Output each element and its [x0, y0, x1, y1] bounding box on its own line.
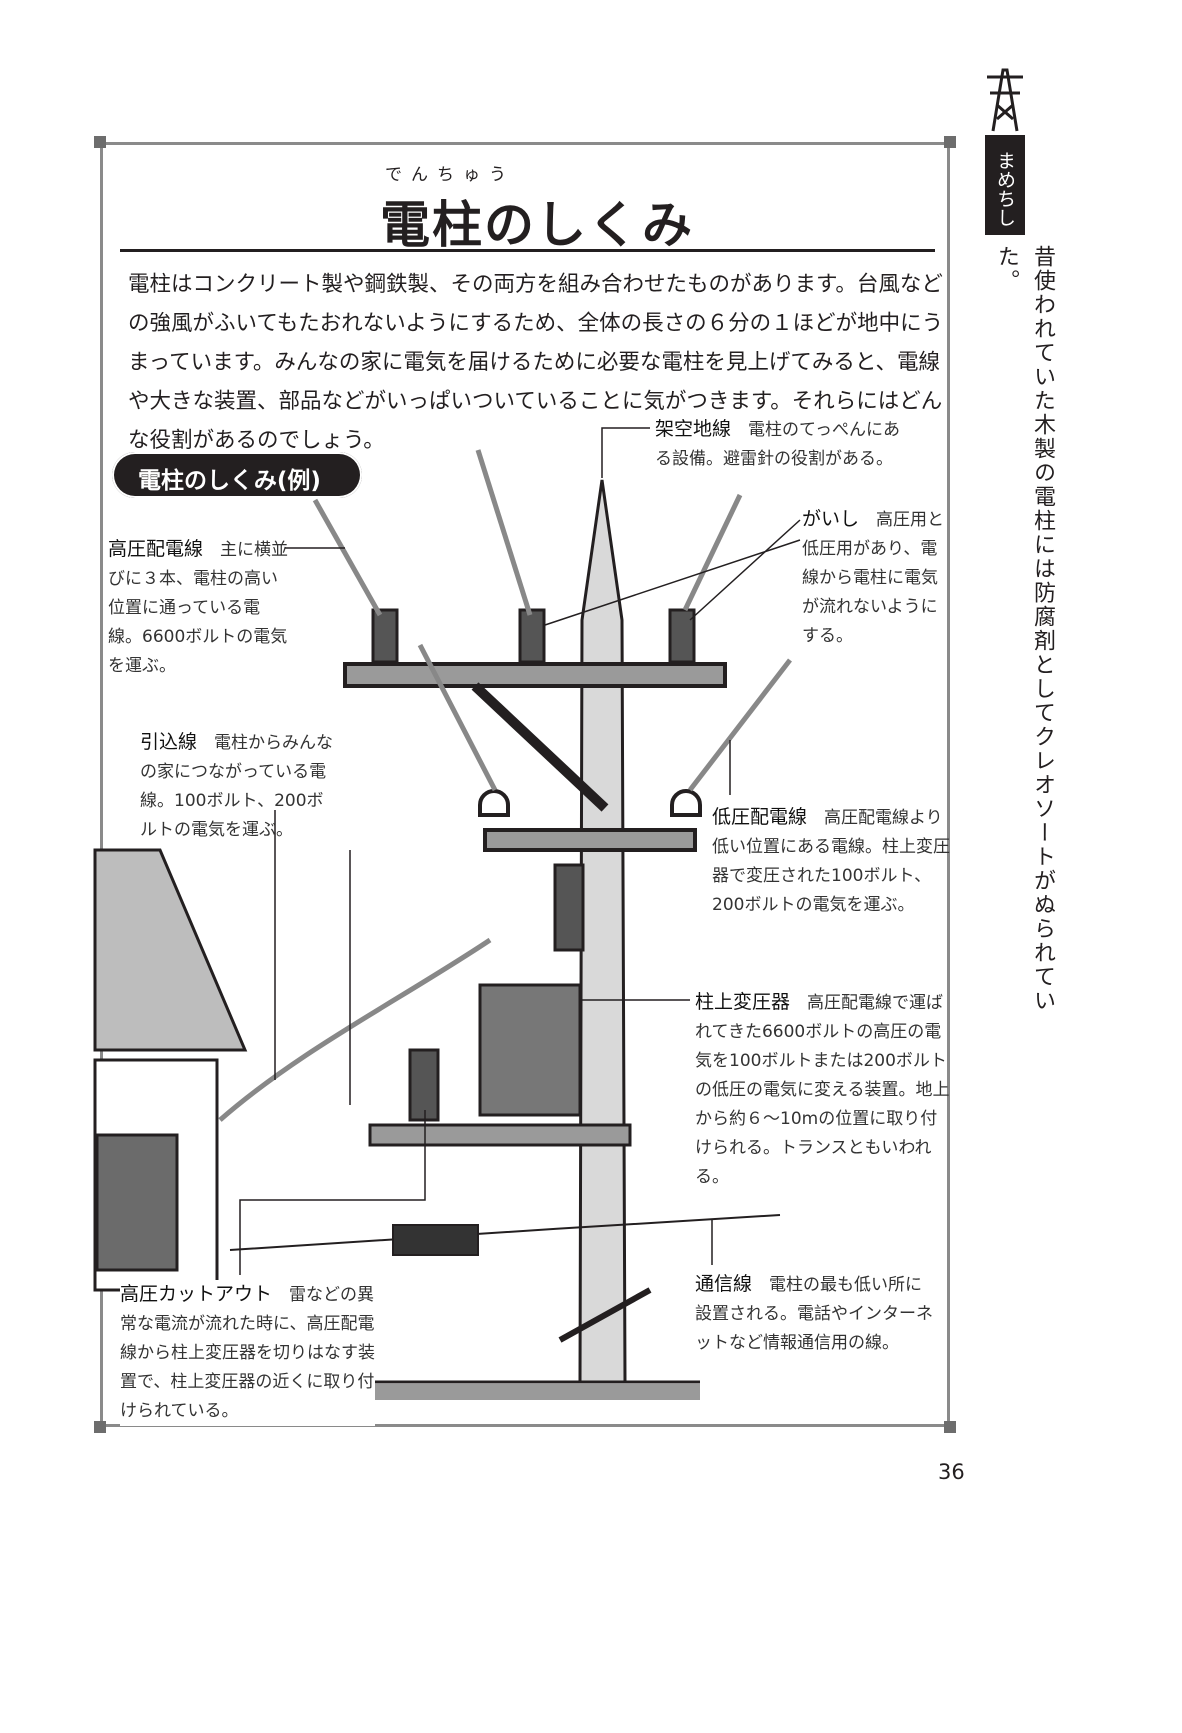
label-term: 柱上変圧器	[695, 991, 791, 1013]
high-voltage-insulators	[371, 608, 696, 664]
diagram-title: 電柱のしくみ(例)	[112, 452, 362, 498]
intro-text: 電柱はコンクリート製や鋼鉄製、その両方を組み合わせたものがあります。台風などの強…	[128, 272, 944, 453]
title-rule	[120, 249, 935, 252]
label-pole-transformer: 柱上変圧器 高圧配電線で運ばれてきた6600ボルトの高圧の電気を100ボルトまた…	[695, 988, 950, 1192]
leader-lines	[239, 427, 801, 1275]
label-text: 高圧配電線より低い位置にある電線。柱上変圧器で変圧された100ボルト、200ボル…	[712, 808, 950, 915]
label-high-voltage-cutout: 高圧カットアウト 雷などの異常な電流が流れた時に、高圧配電線から柱上変圧器を切り…	[120, 1280, 375, 1426]
label-term: 低圧配電線	[712, 806, 808, 828]
label-term: 通信線	[695, 1273, 753, 1295]
house	[93, 848, 248, 1292]
page-title: 電柱のしくみ	[380, 196, 694, 254]
mame-chishiki-tab: まめちしき	[954, 135, 1025, 235]
frame-corner	[94, 136, 106, 148]
upper-crossarm	[343, 662, 727, 688]
label-text: 電柱からみんなの家につながっている電線。100ボルト、200ボルトの電気を運ぶ。	[140, 733, 334, 840]
label-text: 高圧配電線で運ばれてきた6600ボルトの高圧の電気を100ボルトまたは200ボル…	[695, 993, 950, 1187]
pole	[578, 479, 627, 1384]
label-term: 高圧カットアウト	[120, 1283, 273, 1305]
lower-crossarm	[483, 828, 697, 852]
content-frame	[100, 142, 950, 1427]
frame-corner	[944, 1421, 956, 1433]
label-term: 引込線	[140, 731, 198, 753]
label-overhead-ground-wire: 架空地線 電柱のてっぺんにある設備。避雷針の役割がある。	[655, 415, 915, 474]
page-number: 36	[938, 1460, 965, 1484]
label-text: 電柱のてっぺんにある設備。避雷針の役割がある。	[655, 420, 900, 469]
low-voltage-insulators	[478, 789, 702, 817]
frame-corner	[94, 1421, 106, 1433]
communication-line	[229, 1214, 781, 1251]
label-service-drop: 引込線 電柱からみんなの家につながっている電線。100ボルト、200ボルトの電気…	[140, 728, 340, 845]
label-term: 架空地線	[655, 418, 732, 440]
label-term: がいし	[802, 508, 860, 530]
ground	[375, 1380, 700, 1400]
trivia-text: 昔使われていた木製の電柱には防腐剤としてクレオソートがぬられていた。	[994, 245, 1055, 1013]
frame-corner	[944, 136, 956, 148]
label-term: 高圧配電線	[108, 538, 204, 560]
title-ruby: でんちゅう	[385, 165, 515, 185]
high-voltage-cutout	[408, 1048, 440, 1122]
label-text: 高圧用と低圧用があり、電線から電柱に電気が流れないようにする。	[802, 510, 945, 646]
label-text: 雷などの異常な電流が流れた時に、高圧配電線から柱上変圧器を切りはなす装置で、柱上…	[120, 1285, 375, 1421]
transmission-tower-icon	[987, 68, 1023, 132]
wires	[218, 449, 792, 1122]
label-text: 電柱の最も低い所に設置される。電話やインターネットなど情報通信用の線。	[695, 1275, 933, 1353]
label-communication-line: 通信線 電柱の最も低い所に設置される。電話やインターネットなど情報通信用の線。	[695, 1270, 935, 1358]
label-text: 主に横並びに３本、電柱の高い位置に通っている電線。6600ボルトの電気を運ぶ。	[108, 540, 289, 676]
label-high-voltage-line: 高圧配電線 主に横並びに３本、電柱の高い位置に通っている電線。6600ボルトの電…	[108, 535, 293, 681]
label-insulator: がいし 高圧用と低圧用があり、電線から電柱に電気が流れないようにする。	[802, 505, 947, 651]
label-low-voltage-line: 低圧配電線 高圧配電線より低い位置にある電線。柱上変圧器で変圧された100ボルト…	[712, 803, 957, 920]
pole-transformer	[478, 983, 582, 1117]
